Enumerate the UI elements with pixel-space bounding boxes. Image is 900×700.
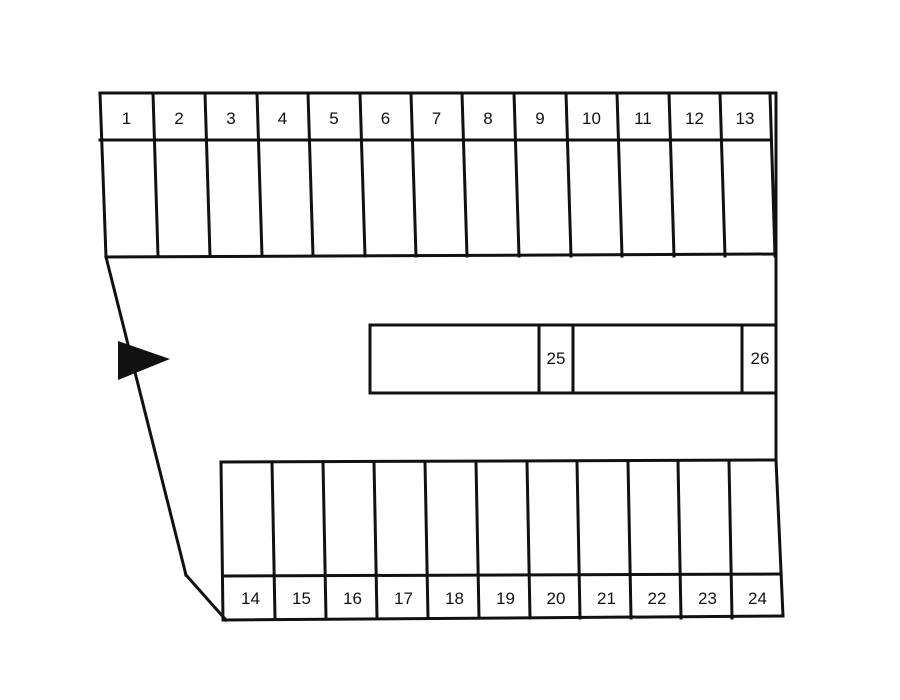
space-7-label: 7 <box>432 109 441 128</box>
bottom-row-divider <box>727 460 734 620</box>
space-19-label: 19 <box>496 589 515 608</box>
space-22-label: 22 <box>648 589 667 608</box>
space-11-label: 11 <box>634 109 652 128</box>
top-row-divider <box>409 91 418 258</box>
space-25-label: 25 <box>547 349 566 368</box>
space-4-label: 4 <box>278 109 287 128</box>
space-3-label: 3 <box>226 109 235 128</box>
bottom-row-top-edge <box>219 458 778 464</box>
space-23-label: 23 <box>698 589 717 608</box>
bottom-row-divider <box>423 460 430 620</box>
top-left-edge <box>98 91 108 259</box>
top-row-divider <box>615 91 624 258</box>
bottom-row-left-edge <box>219 460 225 622</box>
space-20-label: 20 <box>547 589 566 608</box>
top-row-bottom-edge <box>104 252 778 259</box>
space-1-label: 1 <box>122 109 131 128</box>
space-16-label: 16 <box>343 589 362 608</box>
top-row-divider <box>718 91 727 258</box>
bottom-row-divider <box>575 460 582 620</box>
space-10-label: 10 <box>582 109 601 128</box>
space-2-label: 2 <box>174 109 183 128</box>
space-14-label: 14 <box>241 589 260 608</box>
bottom-row-divider <box>372 460 379 620</box>
entrance-arrow-icon <box>118 341 170 380</box>
space-12-label: 12 <box>685 109 704 128</box>
bottom-row: 14 15 16 17 18 19 20 21 22 23 24 <box>219 458 785 622</box>
top-row-divider <box>667 91 676 258</box>
space-18-label: 18 <box>445 589 464 608</box>
middle-island: 25 26 <box>368 323 778 395</box>
space-17-label: 17 <box>394 589 413 608</box>
space-26-label: 26 <box>751 349 770 368</box>
top-row-divider <box>768 91 777 258</box>
lower-left-edge <box>183 572 229 623</box>
bottom-row-label-divider <box>223 572 783 578</box>
top-row-divider <box>460 91 469 258</box>
top-row-divider <box>306 91 315 258</box>
space-13-label: 13 <box>736 109 755 128</box>
bottom-row-right-edge <box>774 458 785 618</box>
top-row-divider <box>564 91 573 258</box>
top-boundary <box>98 91 778 259</box>
top-row-divider <box>358 91 367 258</box>
top-row-divider <box>203 91 212 258</box>
space-8-label: 8 <box>483 109 492 128</box>
bottom-row-divider <box>321 460 328 620</box>
space-9-label: 9 <box>535 109 544 128</box>
space-24-label: 24 <box>748 589 767 608</box>
space-15-label: 15 <box>292 589 311 608</box>
bottom-row-divider <box>676 460 683 620</box>
space-5-label: 5 <box>329 109 338 128</box>
entrance-diagonal-edge <box>104 255 188 577</box>
top-row-divider <box>151 91 160 258</box>
bottom-row-divider <box>525 460 532 620</box>
space-6-label: 6 <box>381 109 390 128</box>
bottom-row-divider <box>626 460 633 620</box>
bottom-boundary <box>224 614 785 622</box>
bottom-row-divider <box>474 460 481 620</box>
bottom-row-divider <box>270 460 277 620</box>
top-row-divider <box>512 91 521 258</box>
top-row-divider <box>255 91 264 258</box>
space-21-label: 21 <box>597 589 616 608</box>
